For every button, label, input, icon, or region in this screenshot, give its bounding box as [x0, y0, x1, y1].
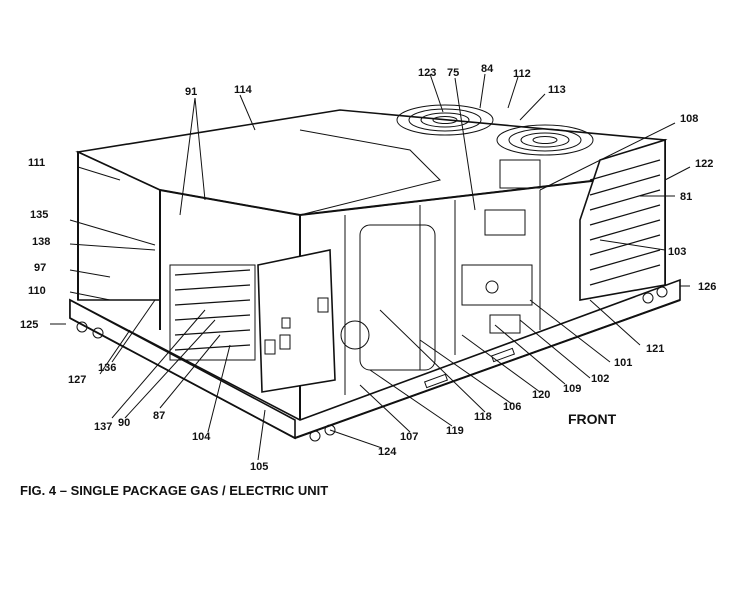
- blower-housing: [340, 224, 436, 371]
- callout-113: 113: [548, 84, 566, 96]
- callout-75: 75: [447, 67, 459, 79]
- callout-109: 109: [563, 383, 581, 395]
- callout-91: 91: [185, 86, 197, 98]
- callout-126: 126: [698, 281, 716, 293]
- control-box: [257, 249, 336, 393]
- condenser-fan-grilles: [396, 104, 594, 156]
- callout-124: 124: [378, 446, 397, 458]
- callout-137: 137: [94, 421, 112, 433]
- callout-90: 90: [118, 417, 130, 429]
- callout-136: 136: [98, 362, 116, 374]
- callout-121: 121: [646, 343, 664, 355]
- condenser-coil: [579, 138, 666, 301]
- callout-84: 84: [481, 63, 494, 75]
- callout-102: 102: [591, 373, 609, 385]
- unit-cabinet: [69, 109, 681, 442]
- callout-97: 97: [34, 262, 46, 274]
- callout-106: 106: [503, 401, 521, 413]
- callout-120: 120: [532, 389, 550, 401]
- callout-103: 103: [668, 246, 686, 258]
- callout-111: 111: [28, 157, 45, 169]
- callout-81: 81: [680, 191, 692, 203]
- callout-119: 119: [446, 425, 464, 437]
- callout-112: 112: [513, 68, 531, 80]
- compressor-assembly: [461, 159, 541, 334]
- callout-110: 110: [28, 285, 46, 297]
- front-label: FRONT: [568, 411, 617, 427]
- callout-104: 104: [192, 431, 211, 443]
- callout-122: 122: [695, 158, 713, 170]
- callout-135: 135: [30, 209, 48, 221]
- callout-125: 125: [20, 319, 38, 331]
- figure-caption: FIG. 4 – SINGLE PACKAGE GAS / ELECTRIC U…: [20, 483, 328, 498]
- callout-87: 87: [153, 410, 165, 422]
- callout-101: 101: [614, 357, 632, 369]
- callout-108: 108: [680, 113, 698, 125]
- callout-114: 114: [234, 84, 253, 96]
- leader-lines: [50, 73, 691, 461]
- callout-118: 118: [474, 411, 492, 423]
- callout-123: 123: [418, 67, 436, 79]
- base-holes: [76, 286, 668, 442]
- callout-127: 127: [68, 374, 86, 386]
- callout-105: 105: [250, 461, 268, 473]
- callout-138: 138: [32, 236, 50, 248]
- callout-107: 107: [400, 431, 418, 443]
- callout-labels: 91 114 123 75 84 112 113 108 111 122 81 …: [20, 63, 716, 473]
- heat-exchanger: [169, 264, 256, 361]
